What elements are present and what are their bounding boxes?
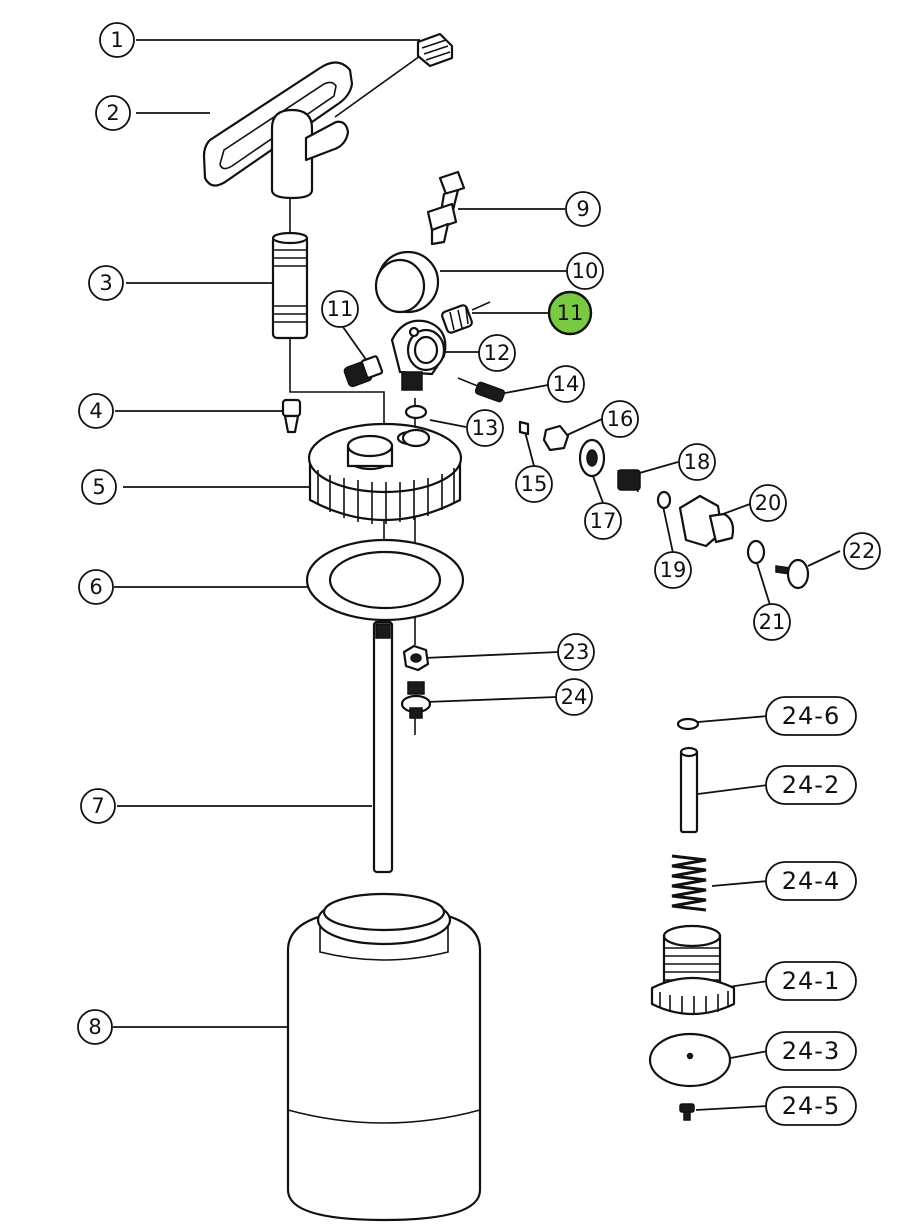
part-23-nut: [402, 644, 430, 672]
part-5-lid: [307, 422, 463, 524]
callout-24-6: 24-6: [765, 696, 857, 736]
svg-text:24-5: 24-5: [782, 1092, 840, 1120]
part-16-nut: [542, 424, 570, 452]
svg-text:1: 1: [110, 28, 123, 52]
part-22-knob: [775, 558, 810, 590]
part-24-2-stem: [679, 746, 699, 834]
callout-2: 2: [95, 95, 131, 131]
part-21-washer: [746, 539, 766, 565]
callout-4: 4: [78, 393, 114, 429]
svg-text:12: 12: [484, 341, 511, 365]
svg-text:21: 21: [759, 610, 786, 634]
svg-text:24-4: 24-4: [782, 867, 840, 895]
svg-text:24-2: 24-2: [782, 771, 840, 799]
part-11-fitting-left: [343, 355, 384, 388]
svg-text:6: 6: [89, 575, 102, 599]
svg-text:8: 8: [88, 1015, 101, 1039]
callout-17: 17: [584, 502, 622, 540]
callout-23: 23: [557, 633, 595, 671]
part-11-fitting-right: [441, 304, 473, 334]
part-4-valve: [281, 398, 302, 434]
callout-20: 20: [749, 484, 787, 522]
svg-text:2: 2: [106, 101, 119, 125]
svg-text:24-1: 24-1: [782, 967, 840, 995]
svg-text:24-6: 24-6: [782, 702, 840, 730]
part-18-spring: [617, 469, 641, 493]
callout-16: 16: [601, 400, 639, 438]
part-17-diaphragm: [578, 438, 606, 478]
callout-9: 9: [565, 191, 601, 227]
svg-text:3: 3: [99, 271, 112, 295]
part-8-jar: [286, 892, 482, 1222]
part-24-6-o-ring: [676, 717, 700, 731]
svg-text:10: 10: [572, 259, 599, 283]
svg-text:20: 20: [755, 491, 782, 515]
callout-6: 6: [78, 569, 114, 605]
svg-text:19: 19: [660, 558, 687, 582]
callout-24-2: 24-2: [765, 765, 857, 805]
svg-text:4: 4: [89, 399, 102, 423]
svg-text:16: 16: [607, 407, 634, 431]
part-2-t-handle: [202, 61, 354, 200]
part-24-4-spring: [671, 854, 707, 912]
svg-text:22: 22: [849, 539, 876, 563]
part-7-dip-tube: [372, 620, 394, 874]
callout-18: 18: [678, 443, 716, 481]
callout-22: 22: [843, 532, 881, 570]
svg-text:18: 18: [684, 450, 711, 474]
callout-24: 24: [555, 678, 593, 716]
part-9-fitting: [426, 170, 466, 246]
svg-text:24: 24: [561, 685, 588, 709]
callout-11-left: 11: [321, 290, 359, 328]
part-15-pin: [518, 420, 530, 436]
callout-21: 21: [753, 603, 791, 641]
callout-24-5: 24-5: [765, 1086, 857, 1126]
part-12-manifold: [390, 319, 447, 391]
part-10-gauge: [374, 250, 440, 314]
part-3-nipple: [271, 231, 309, 340]
part-24-1-body: [650, 924, 736, 1016]
svg-text:24-3: 24-3: [782, 1037, 840, 1065]
callout-7: 7: [80, 788, 116, 824]
callout-15: 15: [515, 465, 553, 503]
svg-text:11: 11: [327, 297, 354, 321]
part-13-o-rings: [401, 404, 431, 448]
leader-lines: [113, 39, 841, 1111]
callout-12: 12: [478, 334, 516, 372]
part-20-bonnet: [678, 494, 735, 548]
svg-text:9: 9: [576, 197, 589, 221]
callout-24-1: 24-1: [765, 961, 857, 1001]
part-14-spring: [474, 381, 506, 403]
part-6-gasket: [305, 538, 465, 622]
svg-text:11: 11: [557, 301, 584, 325]
svg-text:13: 13: [472, 416, 499, 440]
part-1-fitting: [416, 32, 454, 68]
callout-13: 13: [466, 409, 504, 447]
callout-19: 19: [654, 551, 692, 589]
callout-14: 14: [547, 365, 585, 403]
part-24-3-disc: [648, 1032, 732, 1088]
svg-text:14: 14: [553, 372, 580, 396]
callout-3: 3: [88, 265, 124, 301]
svg-text:5: 5: [92, 475, 105, 499]
callout-10: 10: [566, 252, 604, 290]
svg-text:15: 15: [521, 472, 548, 496]
svg-text:7: 7: [91, 794, 104, 818]
part-19-washer: [656, 490, 672, 510]
svg-text:23: 23: [563, 640, 590, 664]
part-24-valve: [400, 681, 432, 719]
callout-24-4: 24-4: [765, 861, 857, 901]
callout-1: 1: [99, 22, 135, 58]
callout-8: 8: [77, 1009, 113, 1045]
part-24-5-screw: [679, 1103, 695, 1121]
callout-11-highlighted: 11: [547, 290, 593, 336]
callout-5: 5: [81, 469, 117, 505]
callout-24-3: 24-3: [765, 1031, 857, 1071]
svg-text:17: 17: [590, 509, 617, 533]
